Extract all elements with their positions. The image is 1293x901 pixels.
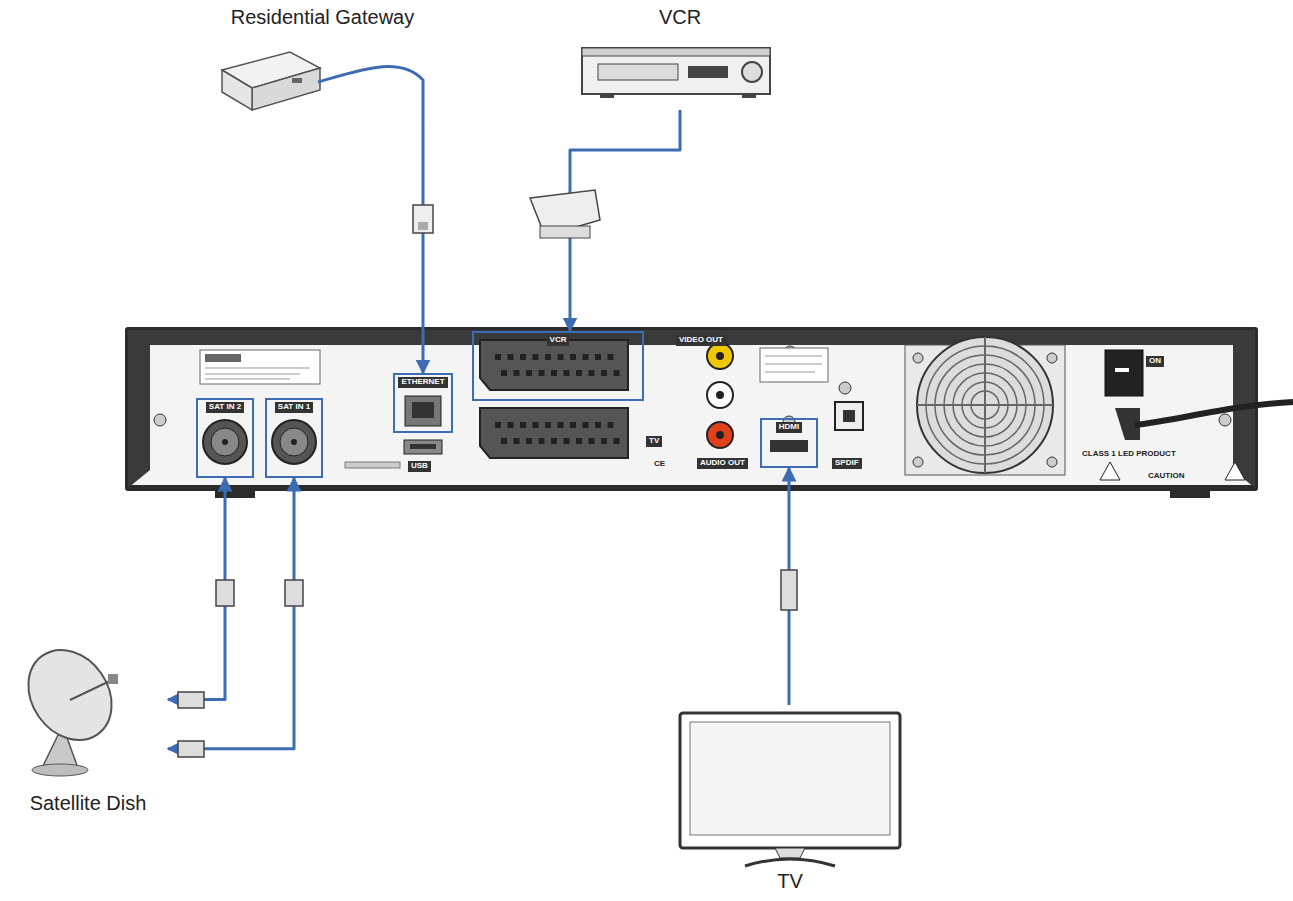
- switch-label: ON: [1146, 356, 1164, 367]
- port-label: ETHERNET: [398, 377, 447, 388]
- sat-in-port: SAT IN 2: [196, 398, 254, 478]
- scart-port: VCR: [472, 331, 644, 401]
- port-label: TV: [646, 436, 662, 447]
- residential-gateway: Residential Gateway: [200, 5, 445, 125]
- cable: [422, 125, 425, 373]
- port-label: VIDEO OUT: [676, 335, 726, 346]
- device-label: Satellite Dish: [30, 791, 147, 815]
- hdmi-port: HDMI: [760, 418, 818, 468]
- device-label: Residential Gateway: [231, 5, 414, 29]
- vcr-drawing: [582, 48, 770, 98]
- warning-label: CAUTION: [1146, 472, 1186, 481]
- port-label: SPDIF: [832, 458, 862, 469]
- device-label: TV: [777, 869, 803, 893]
- vcr-device: VCR: [575, 5, 785, 110]
- gateway-drawing: [222, 52, 423, 125]
- port-label: VCR: [547, 335, 570, 346]
- receiver-rear-panel: [128, 330, 1293, 498]
- device-label: VCR: [659, 5, 701, 29]
- cable: [168, 478, 294, 749]
- mark-label: CE: [652, 460, 667, 469]
- satellite-dish: Satellite Dish: [8, 645, 168, 815]
- warning-label: CLASS 1 LED PRODUCT: [1080, 450, 1178, 459]
- port-label: HDMI: [776, 422, 802, 433]
- tv-drawing: [680, 713, 900, 866]
- port-label: SAT IN 1: [275, 402, 313, 413]
- ethernet-port: ETHERNET: [393, 373, 453, 433]
- sat-in-port: SAT IN 1: [265, 398, 323, 478]
- cable-plugs: [178, 190, 797, 757]
- dish-drawing: [11, 634, 128, 776]
- port-label: USB: [408, 461, 431, 472]
- tv-set: TV: [675, 705, 905, 893]
- port-label: AUDIO OUT: [697, 458, 748, 469]
- port-label: SAT IN 2: [206, 402, 244, 413]
